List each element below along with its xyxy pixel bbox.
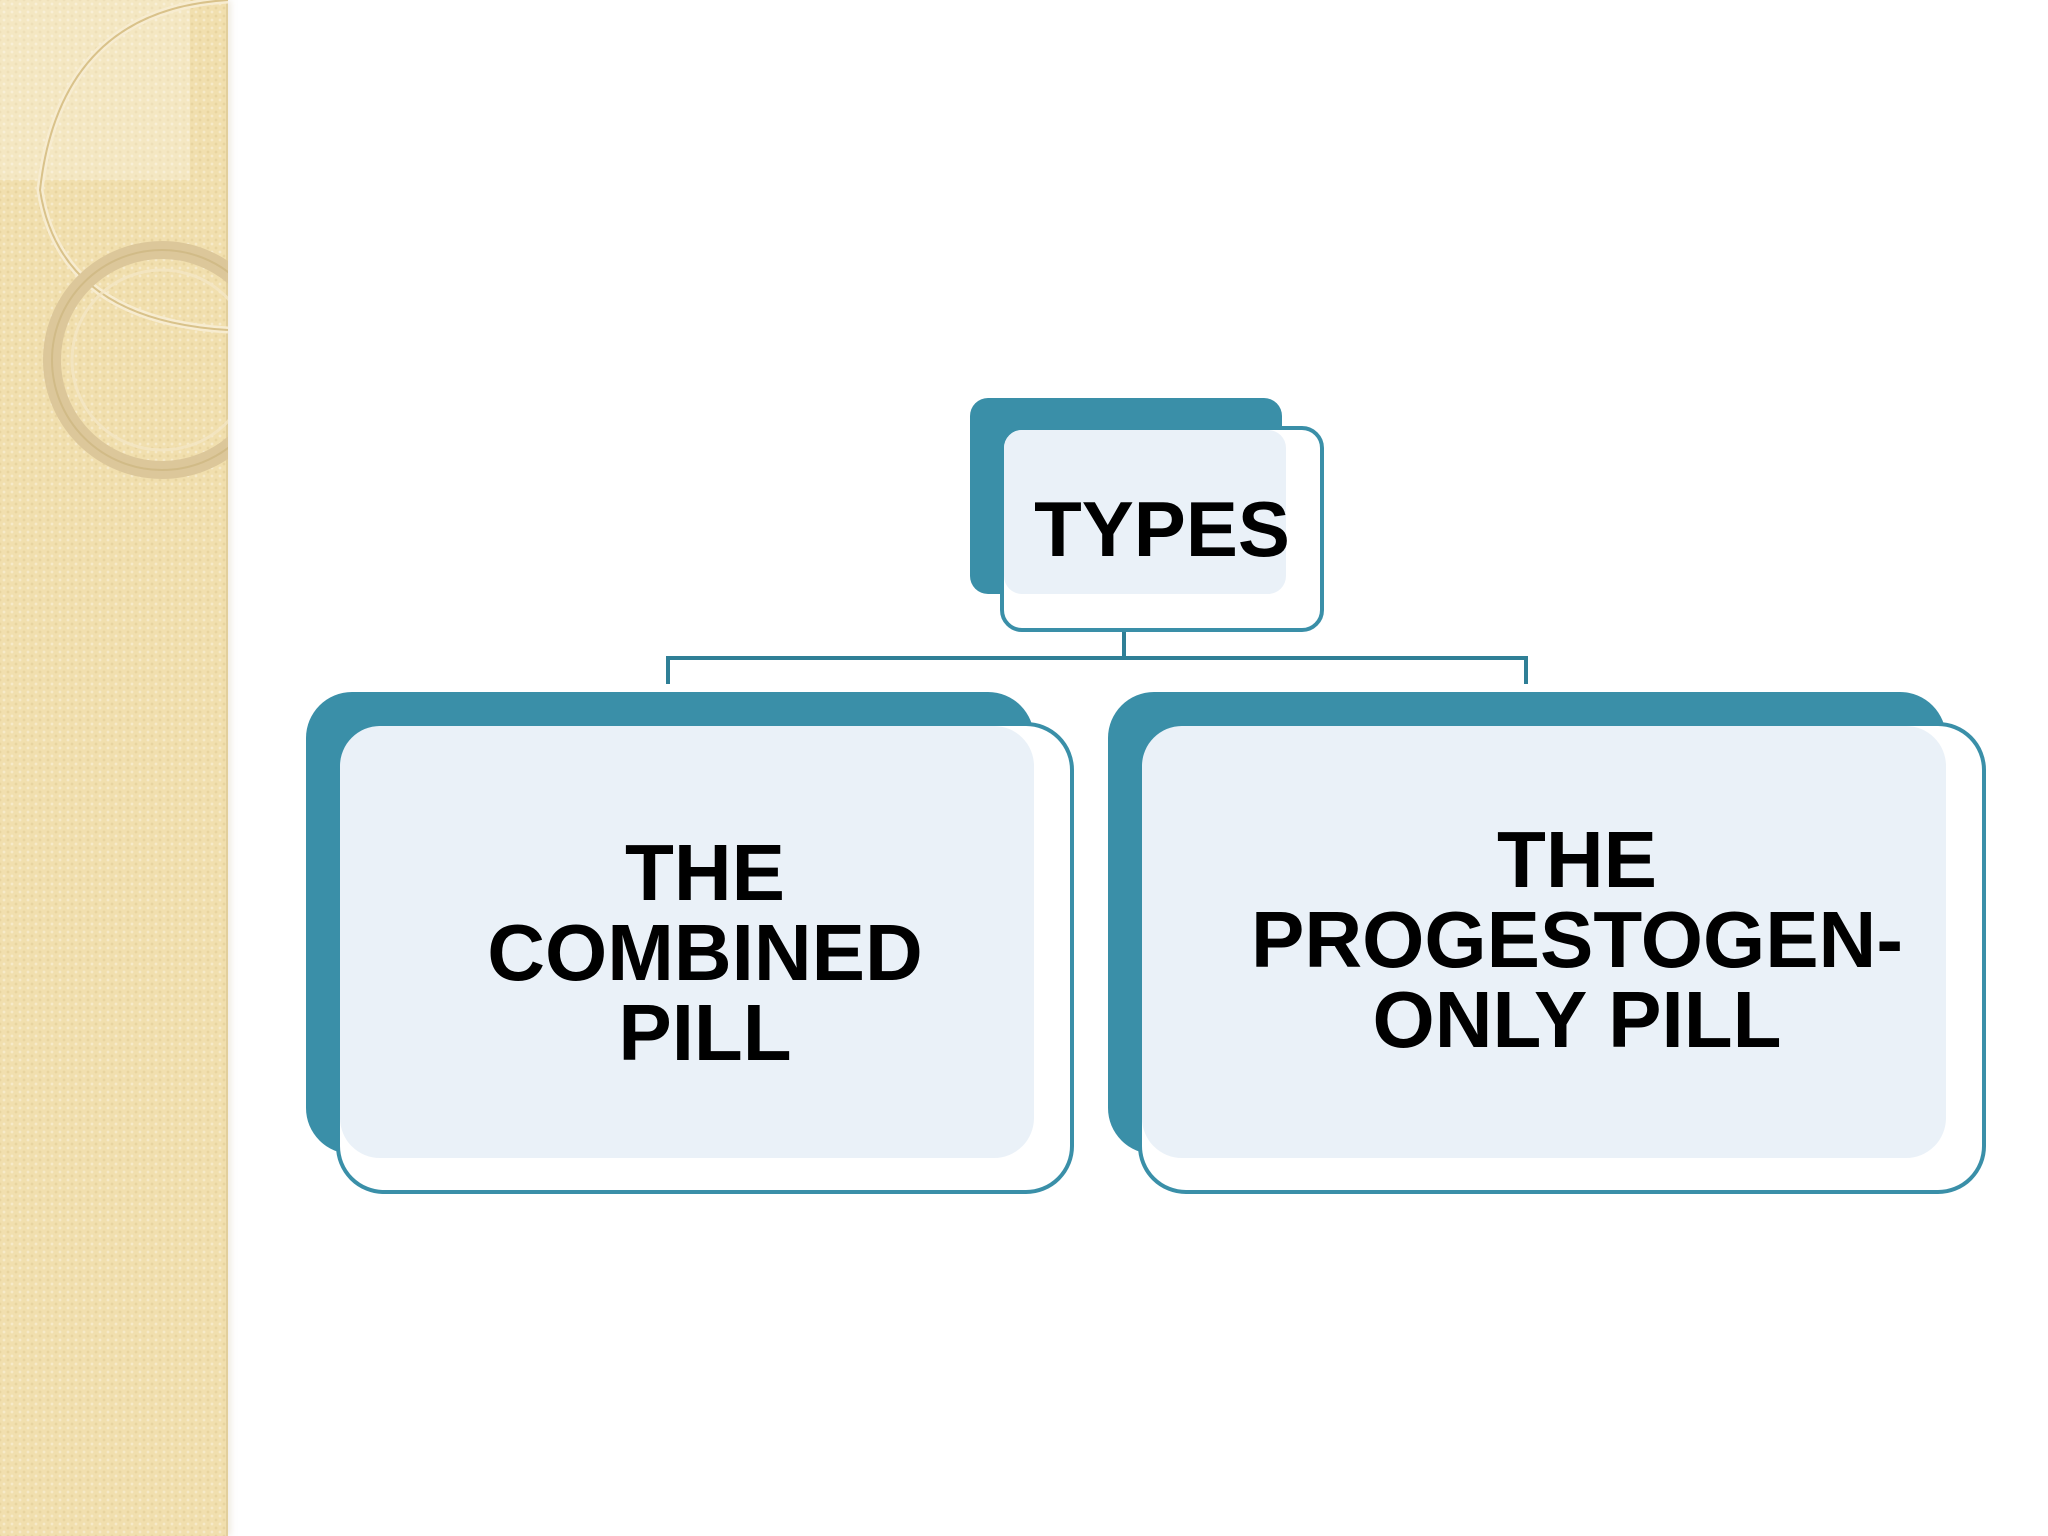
progestogen-only-pill-label: THE PROGESTOGEN-ONLY PILL <box>1251 815 1903 1064</box>
combined-pill-label: THE COMBINED PILL <box>487 828 923 1077</box>
types-box-fill <box>1004 430 1286 594</box>
progestogen-only-pill-box-fill <box>1142 726 1946 1158</box>
types-box: TYPES <box>1000 426 1324 632</box>
combined-pill-box-fill <box>340 726 1034 1158</box>
decorative-rings <box>0 0 228 479</box>
types-label: TYPES <box>1034 485 1290 573</box>
progestogen-only-pill-box: THE PROGESTOGEN-ONLY PILL <box>1138 722 1986 1194</box>
combined-pill-box: THE COMBINED PILL <box>336 722 1074 1194</box>
decorative-side-strip <box>0 0 228 1536</box>
